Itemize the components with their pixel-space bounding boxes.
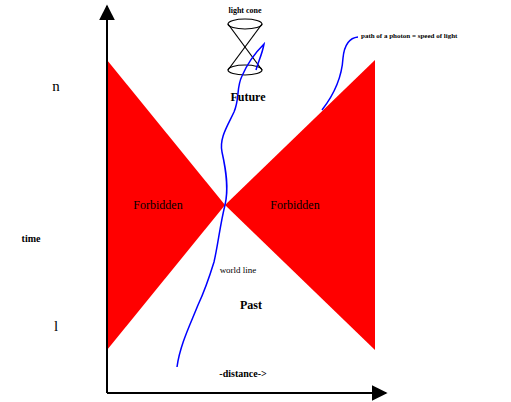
- region-label: Future: [230, 91, 265, 104]
- time-axis: [106, 6, 108, 393]
- region-label: Forbidden: [133, 199, 182, 212]
- callout-label: path of a photon = speed of light: [361, 33, 457, 41]
- edge-fragment: n: [52, 78, 60, 95]
- region-label: Past: [240, 299, 262, 312]
- line-label: world line: [220, 266, 257, 276]
- region-label: Forbidden: [270, 199, 319, 212]
- edge-fragment: l: [54, 318, 58, 335]
- distance-axis: [107, 392, 386, 394]
- axis-label: time: [22, 233, 41, 244]
- symbol-label: light cone: [228, 7, 261, 16]
- photon-path: [322, 37, 358, 110]
- forbidden-region: [107, 60, 225, 350]
- axis-label: -distance->: [219, 368, 266, 379]
- forbidden-region: [225, 60, 375, 350]
